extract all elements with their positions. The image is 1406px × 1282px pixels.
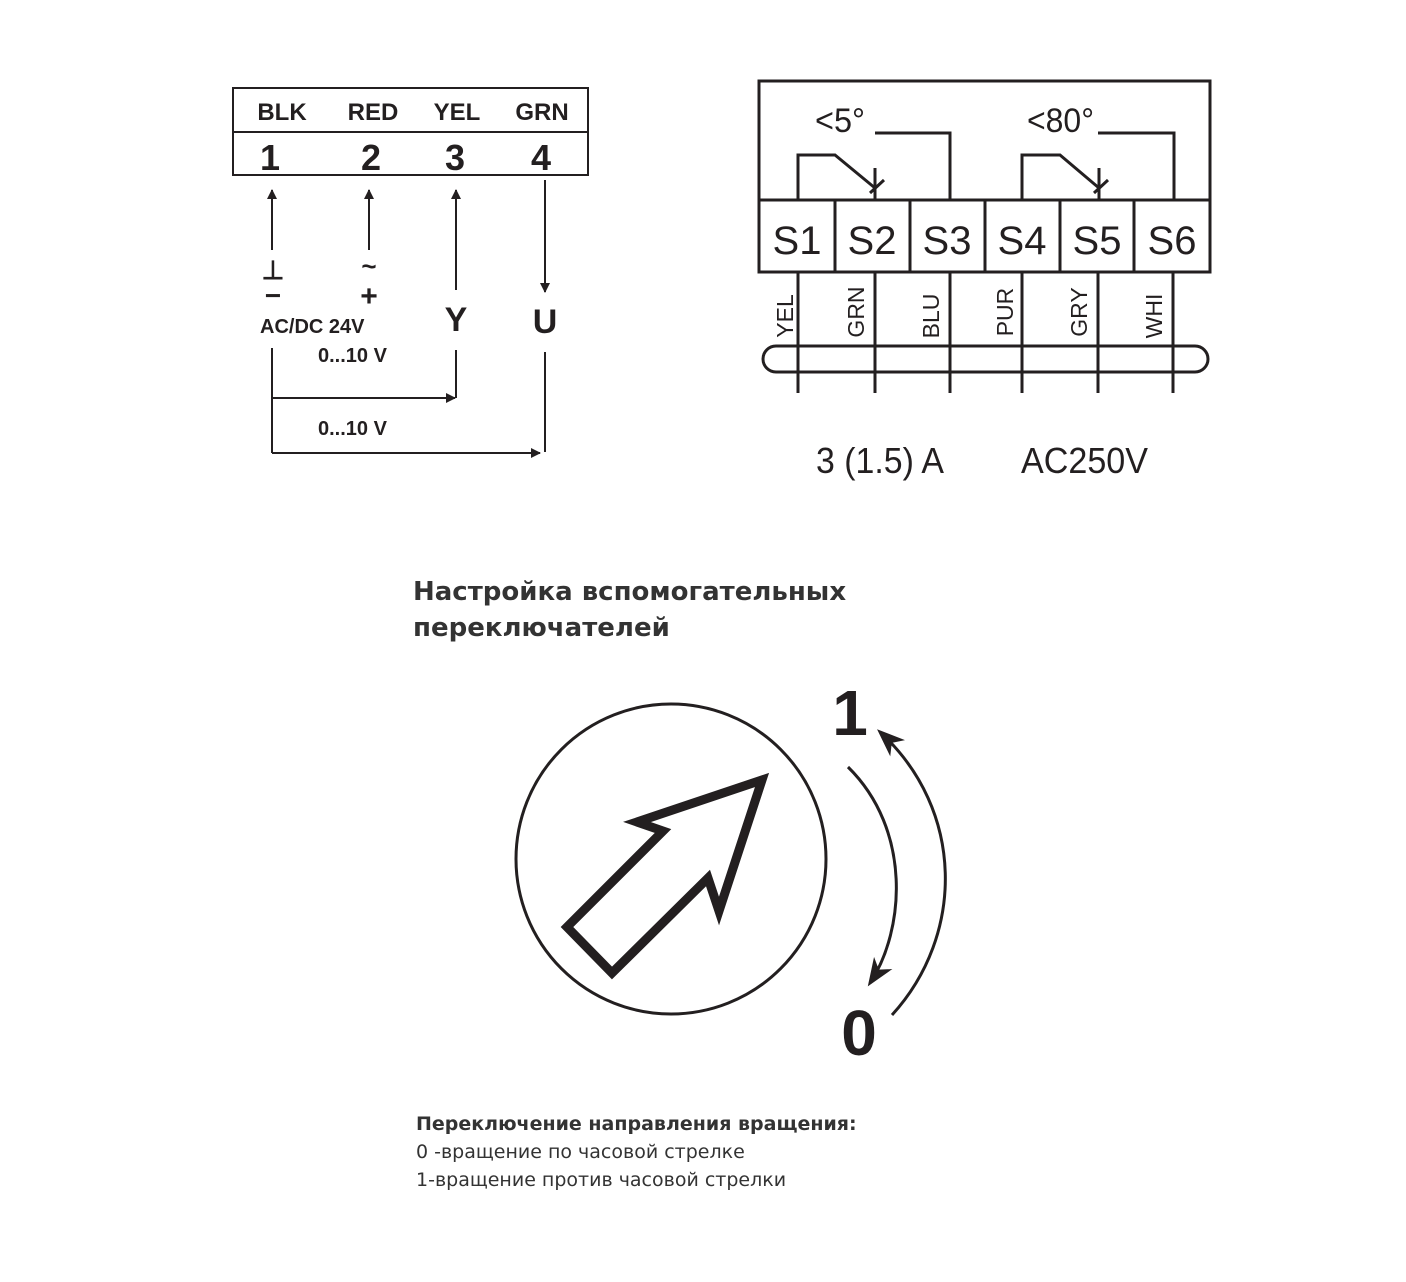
terminal-color-blk: BLK	[257, 99, 307, 126]
switch-settings-heading: Настройка вспомогательных переключателей	[413, 574, 846, 646]
plus-symbol: +	[360, 280, 378, 313]
y-signal-label: Y	[445, 301, 468, 339]
u-signal-label: U	[533, 303, 558, 341]
wire-color-gry: GRY	[1066, 287, 1092, 336]
terminal-color-red: RED	[348, 99, 399, 126]
cable-sheath	[761, 344, 1210, 374]
switch-settings-heading-line1: Настройка вспомогательных	[413, 577, 847, 607]
rotate-clockwise-arrow	[846, 765, 898, 987]
terminal-number-3: 3	[445, 137, 465, 178]
switch-dial	[514, 702, 828, 1016]
y-signal-range: 0...10 V	[318, 345, 388, 367]
voltage-rating: AC250V	[1021, 440, 1148, 481]
terminal-number-1: 1	[260, 137, 280, 178]
switch-contact-1	[796, 153, 886, 200]
terminal-s6: S6	[1148, 219, 1197, 263]
wire-color-whi: WHI	[1141, 294, 1167, 339]
wire-color-grn: GRN	[843, 286, 869, 337]
terminal-number-2: 2	[361, 137, 381, 178]
terminal-s4: S4	[998, 219, 1047, 263]
position-1-label: 1	[832, 677, 868, 749]
signal-lines	[271, 348, 546, 458]
terminal-s1: S1	[773, 219, 822, 263]
rotation-switch: 1 0	[514, 677, 947, 1069]
rotation-note-1: 1-вращение против часовой стрелки	[416, 1169, 787, 1191]
wire-color-yel: YEL	[772, 294, 798, 338]
tilde-symbol: ~	[361, 251, 376, 281]
rotate-counterclockwise-arrow	[877, 729, 947, 1017]
rotation-notes: Переключение направления вращения: 0 -вр…	[416, 1110, 857, 1194]
terminal-color-grn: GRN	[515, 99, 568, 126]
switch-angle-1: <5°	[815, 102, 865, 140]
switch-settings-heading-line2: переключателей	[413, 613, 670, 643]
aux-switch-block: <5° <80° S1 S2 S3 S4 S5 S6	[757, 79, 1212, 274]
wire-color-blu: BLU	[918, 294, 944, 339]
terminal-s3: S3	[923, 219, 972, 263]
u-signal-range: 0...10 V	[318, 418, 388, 440]
supply-symbols: ⊥ − ~ + Y U AC/DC 24V 0...10 V 0...10 V	[260, 251, 557, 440]
switch-arrow-icon	[560, 772, 770, 980]
aux-wires: YEL GRN BLU PUR GRY WHI	[761, 272, 1210, 393]
terminal-color-yel: YEL	[434, 99, 481, 126]
terminal-number-4: 4	[531, 137, 551, 178]
supply-voltage-label: AC/DC 24V	[260, 316, 365, 338]
terminal-s2: S2	[848, 219, 897, 263]
switch-contact-2	[1020, 153, 1110, 200]
ground-symbol: ⊥	[262, 255, 285, 285]
terminal-s5: S5	[1073, 219, 1122, 263]
current-rating: 3 (1.5) A	[816, 440, 944, 481]
rotation-note-0: 0 -вращение по часовой стрелке	[416, 1141, 745, 1163]
minus-symbol: −	[265, 280, 281, 311]
position-0-label: 0	[841, 997, 877, 1069]
wire-color-pur: PUR	[992, 288, 1018, 337]
rotation-notes-title: Переключение направления вращения:	[416, 1113, 857, 1135]
switch-angle-2: <80°	[1027, 102, 1094, 140]
actuator-terminal-block: BLK RED YEL GRN 1 2 3 4	[232, 87, 589, 178]
terminal-arrows	[267, 180, 550, 293]
